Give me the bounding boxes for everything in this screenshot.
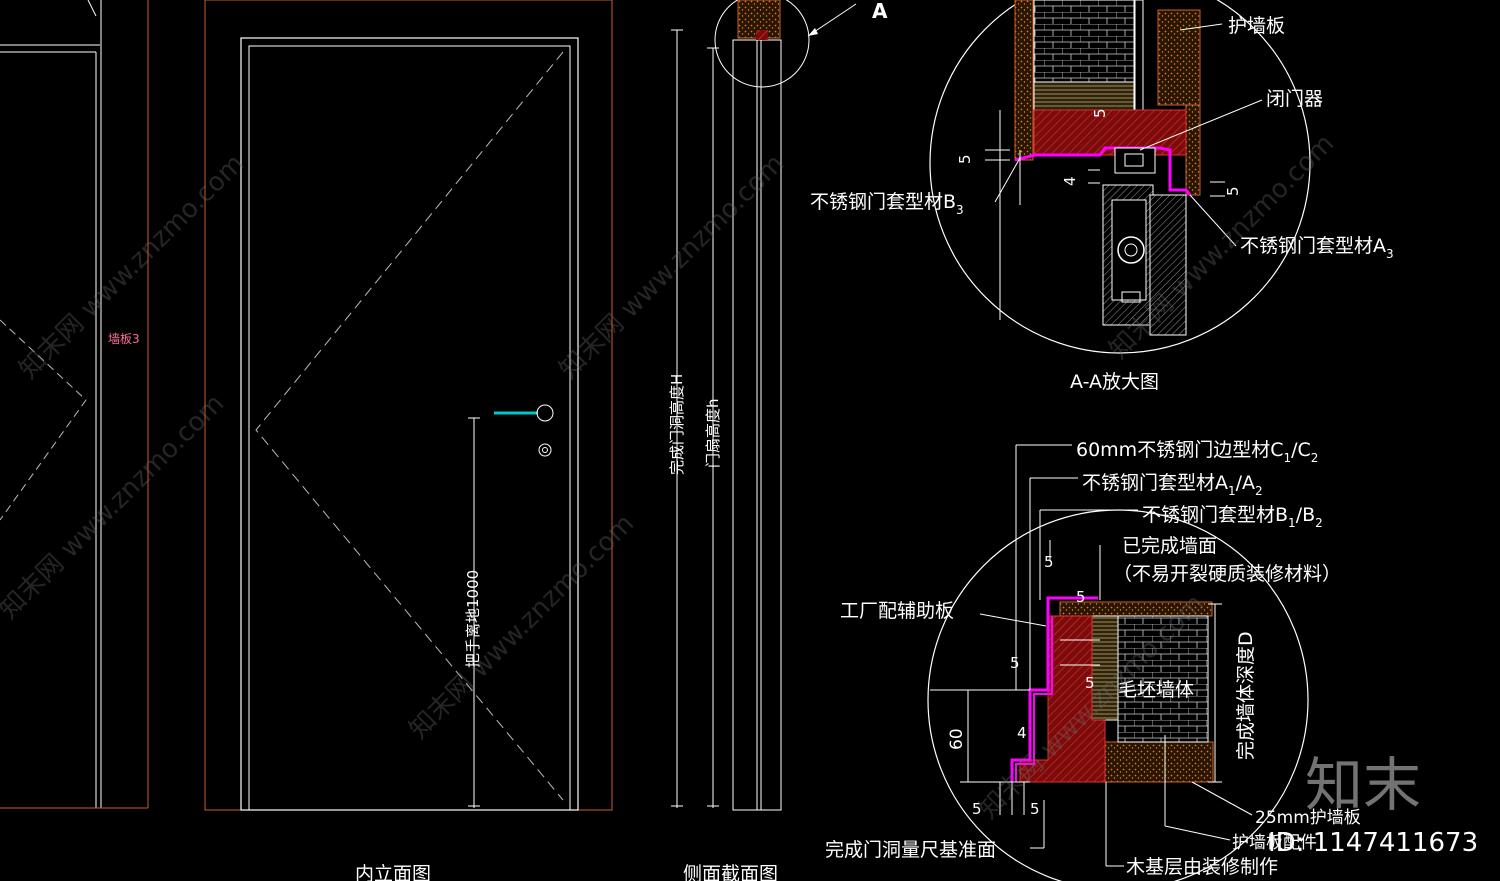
opening-height-label: 完成门洞高度H [668,374,686,475]
callout-a-label: A [872,0,888,23]
dim-aa-2: 5 [1091,108,1109,118]
dim-60: 60 [947,728,967,750]
view-title-section: 侧面截面图 [683,863,778,881]
dim-b-2: 5 [1076,588,1086,606]
label-aux-board: 工厂配辅助板 [840,600,954,622]
dim-b-7: 5 [1030,800,1040,818]
dim-b-1: 5 [1044,553,1054,571]
lock-icon [538,443,552,457]
handle-height-label: 把手离地1000 [464,570,482,668]
label-wall-guard: 护墙板 [1228,15,1285,37]
label-guard-fix: 护墙板配件 [1232,833,1317,853]
label-guard-25: 25mm护墙板 [1255,808,1361,828]
label-frame-b: 不锈钢门套型材B1/B2 [1142,504,1323,530]
dim-b-5: 5 [1085,674,1095,692]
detail-bottom: 完成墙体深度D 60 5 5 5 4 5 5 5 60mm不锈钢门边型材C1/C… [825,439,1361,881]
watermark-3: 知末网 www.znzmo.com [404,509,640,745]
side-section: 完成门洞高度H 门扇高度h A 侧面截面图 [668,0,888,881]
label-edge-profile: 60mm不锈钢门边型材C1/C2 [1076,439,1318,465]
detail-aa: 5 5 4 5 护墙板 闭门器 不锈钢门套型材B3 不锈钢门套型材A3 A-A放… [810,0,1394,393]
brand-id: ID: 1147411673 [1268,828,1478,858]
brand-mark: 知末 ID: 1147411673 [1268,751,1478,858]
door-elevation: 把手离地1000 内立面图 [204,0,613,881]
label-wood-base: 木基层由装修制作 [1126,856,1278,878]
label-finished-wall-note: （不易开裂硬质装修材料） [1113,563,1341,585]
callout-circle-a [714,0,810,88]
label-rough-wall: 毛坯墙体 [1118,679,1194,701]
watermark-4: 知末网 www.znzmo.com [554,149,790,385]
brand-logo: 知末 [1305,751,1421,819]
dim-b-3: 5 [1010,654,1020,672]
leaf-height-label: 门扇高度h [704,398,722,468]
dim-b-6: 5 [972,800,982,818]
watermark-1: 知末网 www.znzmo.com [14,149,250,385]
watermark-2: 知末网 www.znzmo.com [0,389,230,625]
label-frame-a: 不锈钢门套型材A1/A2 [1082,472,1263,498]
label-profile-b3: 不锈钢门套型材B3 [810,191,964,217]
label-wall-depth: 完成墙体深度D [1235,631,1257,760]
label-finished-wall: 已完成墙面 [1122,535,1217,557]
wall-tag: 墙板3 [108,332,140,346]
label-profile-a3: 不锈钢门套型材A3 [1240,235,1394,261]
left-wall-panel: 墙板3 [0,0,149,809]
dim-aa-3: 4 [1061,176,1079,186]
view-title-detail-aa: A-A放大图 [1070,371,1159,393]
label-reference: 完成门洞量尺基准面 [825,839,996,861]
detail-aa-circle [929,0,1311,354]
dim-aa-1: 5 [956,154,974,164]
view-title-elevation: 内立面图 [355,863,431,881]
label-door-closer: 闭门器 [1266,88,1323,110]
dim-aa-4: 5 [1224,186,1242,196]
dim-b-4: 4 [1017,724,1027,742]
